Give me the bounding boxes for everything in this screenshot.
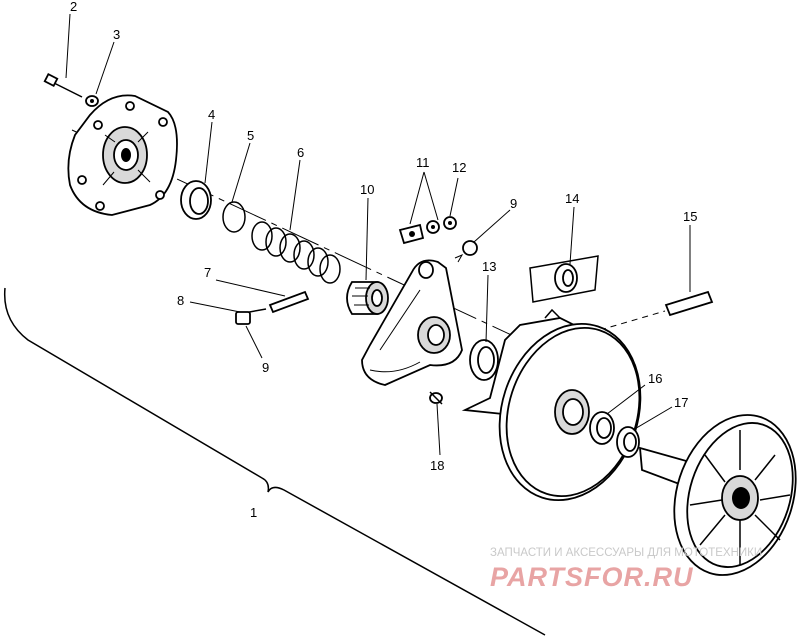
watermark-logo: PARTSFOR.RU — [490, 562, 694, 592]
callout-12: 12 — [452, 160, 466, 175]
part-16-bushing — [589, 411, 615, 445]
part-5-snap-ring — [222, 201, 246, 233]
watermark: ЗАПЧАСТИ И АКСЕССУАРЫ ДЛЯ МОТОТЕХНИКИ PA… — [490, 547, 762, 592]
leader-lines — [65, 13, 691, 456]
callout-9b: 9 — [510, 196, 517, 211]
part-15-pin — [599, 290, 714, 331]
assembly-bracket — [3, 287, 546, 636]
callout-11: 11 — [416, 155, 430, 170]
callout-15: 15 — [683, 209, 697, 224]
callout-4: 4 — [208, 107, 215, 122]
part-13-seal-ring — [469, 339, 499, 381]
callout-14: 14 — [565, 191, 579, 206]
callout-13: 13 — [482, 259, 496, 274]
callout-7: 7 — [204, 265, 211, 280]
part-17-washer — [616, 426, 640, 458]
callout-16: 16 — [648, 371, 662, 386]
callout-10: 10 — [360, 182, 374, 197]
part-9-cap-lower — [235, 311, 251, 325]
part-3-washer — [85, 95, 99, 107]
part-11-12-nuts — [426, 216, 457, 234]
callout-5: 5 — [247, 128, 254, 143]
part-4-bushing — [180, 180, 212, 220]
part-2-bolt — [43, 72, 83, 98]
part-movable-sheave — [461, 308, 642, 502]
callout-8: 8 — [177, 293, 184, 308]
part-10-roller — [346, 281, 389, 315]
callout-labels: 1 2 3 4 5 6 7 8 9 9 10 11 12 13 14 15 16… — [70, 0, 697, 520]
callout-1: 1 — [250, 505, 257, 520]
callout-18: 18 — [430, 458, 444, 473]
part-14-tag — [529, 255, 599, 303]
part-18-screw — [429, 391, 443, 405]
callout-2: 2 — [70, 0, 77, 14]
part-9-cap-upper — [454, 240, 478, 263]
part-11-washer — [398, 223, 425, 245]
part-6-spring — [251, 221, 341, 284]
callout-9a: 9 — [262, 360, 269, 375]
callout-6: 6 — [297, 145, 304, 160]
callout-3: 3 — [113, 27, 120, 42]
part-spider-arm — [361, 259, 463, 386]
callout-17: 17 — [674, 395, 688, 410]
part-7-pin — [268, 290, 310, 314]
part-cover-plate — [67, 94, 178, 216]
watermark-caption: ЗАПЧАСТИ И АКСЕССУАРЫ ДЛЯ МОТОТЕХНИКИ — [490, 547, 762, 559]
part-fixed-sheave-shaft — [638, 414, 797, 576]
